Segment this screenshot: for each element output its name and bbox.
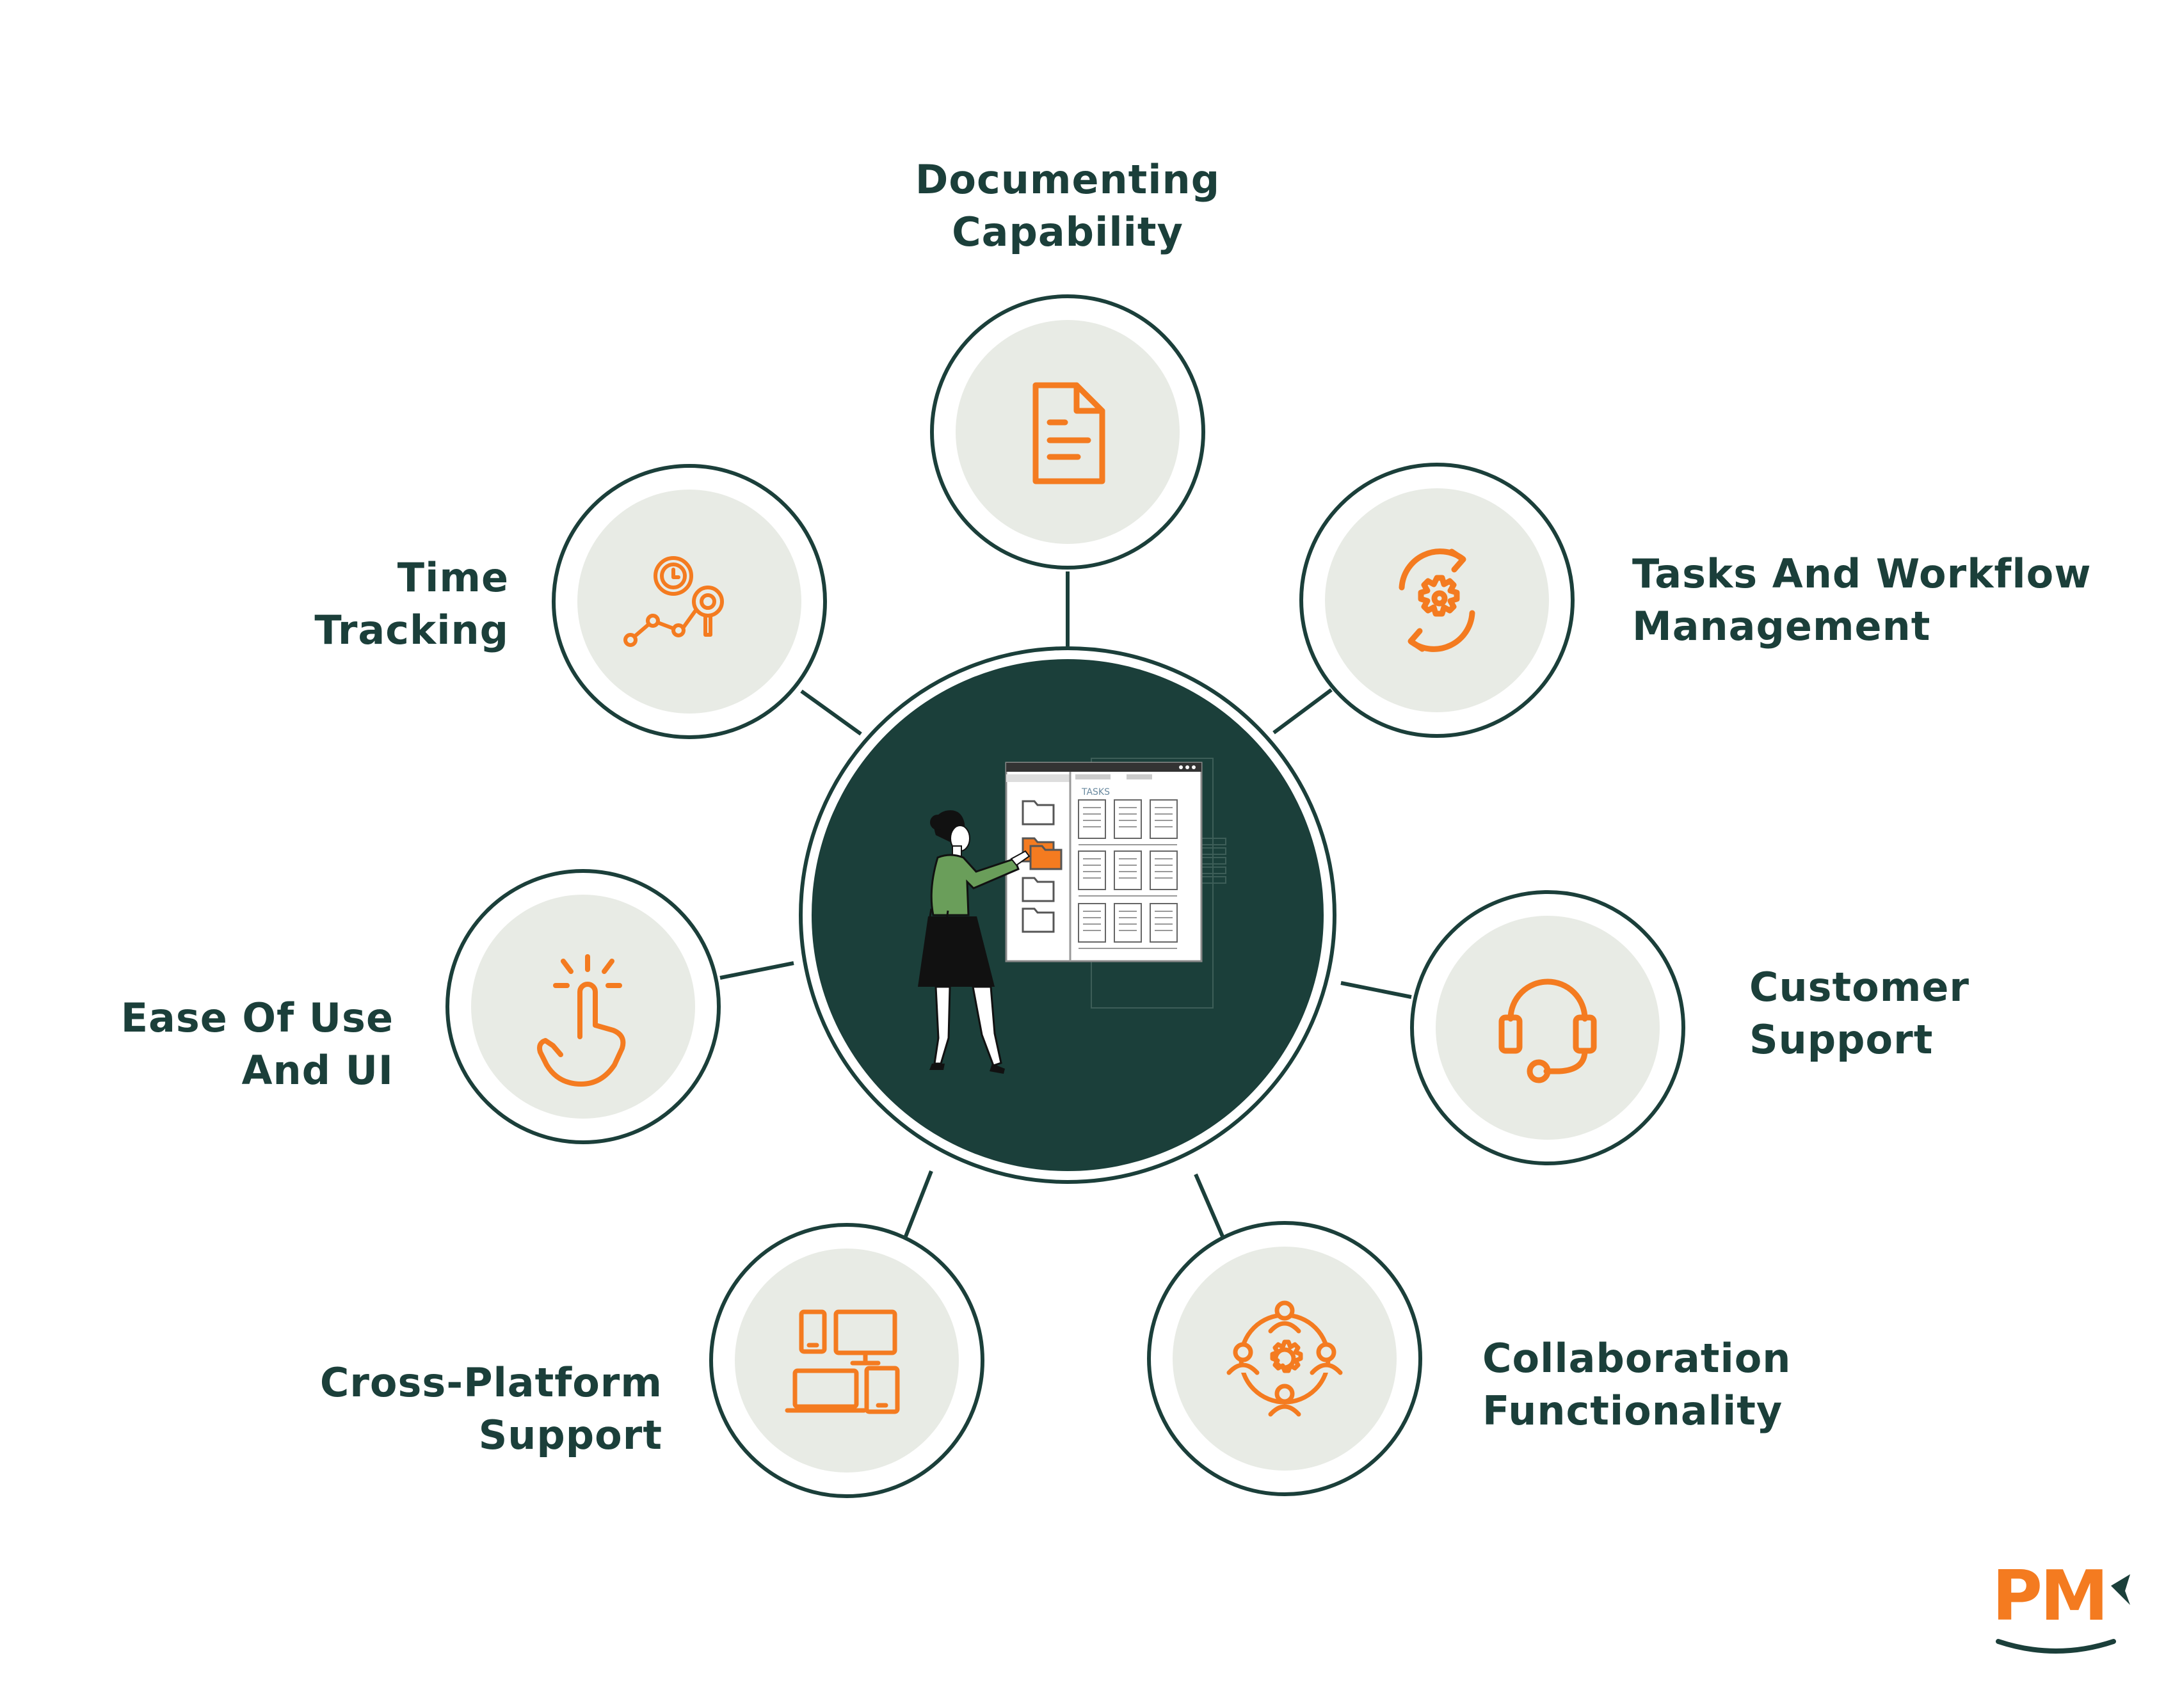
document-icon [1032,382,1105,484]
devices-icon [785,1309,900,1414]
label-line: And UI [241,1047,394,1094]
feature-ease-of-use [445,869,721,1144]
label-documenting: Documenting Capability [876,154,1260,259]
feature-cross-platform [709,1223,984,1498]
label-ease-of-use: Ease Of Use And UI [64,992,394,1097]
label-line: Functionality [1482,1387,1783,1434]
tap-hand-icon [537,954,626,1087]
feature-collaboration [1147,1221,1422,1496]
connectors [719,571,1412,1238]
connector-collaboration [1194,1173,1224,1238]
label-cross-platform: Cross-Platform Support [243,1357,662,1462]
connector-cross-platform [904,1170,933,1238]
label-customer-support: Customer Support [1749,961,2069,1066]
gear-cycle-icon [1399,548,1475,652]
label-line: Ease Of Use [120,994,394,1041]
label-line: Customer [1749,964,1970,1010]
woman-at-task-board-icon: TASKS [918,758,1226,1074]
connector-time-tracking [800,689,862,736]
label-collaboration: Collaboration Functionality [1482,1332,1866,1437]
connector-tasks-workflow [1272,688,1333,735]
label-tasks-workflow: Tasks And Workflow Management [1632,548,2092,653]
headset-icon [1498,978,1597,1083]
label-line: Tracking [314,607,509,653]
label-line: Cross-Platform [319,1359,662,1406]
task-cards [1078,799,1178,943]
connector-customer-support [1340,981,1412,999]
pm-logo-icon [1996,1574,2130,1654]
label-time-tracking: Time Tracking [192,552,509,657]
feature-customer-support [1410,890,1685,1165]
time-analytics-icon [623,556,724,647]
label-line: Support [478,1412,662,1458]
folder-icons [1022,800,1055,933]
label-line: Time [397,554,509,601]
label-line: Tasks And Workflow [1632,550,2092,597]
label-line: Collaboration [1482,1335,1792,1382]
board-heading: TASKS [1081,787,1110,797]
label-line: Capability [952,209,1183,255]
connector-ease-of-use [719,961,794,980]
label-line: Documenting [915,156,1221,203]
team-network-icon [1226,1300,1343,1417]
woman-figure [918,810,1031,1074]
feature-tasks-workflow [1299,463,1575,738]
pm-logo-text: PM [1992,1556,2109,1636]
feature-documenting [930,294,1205,570]
feature-time-tracking [552,464,827,739]
label-line: Management [1632,603,1931,650]
label-line: Support [1749,1016,1934,1063]
